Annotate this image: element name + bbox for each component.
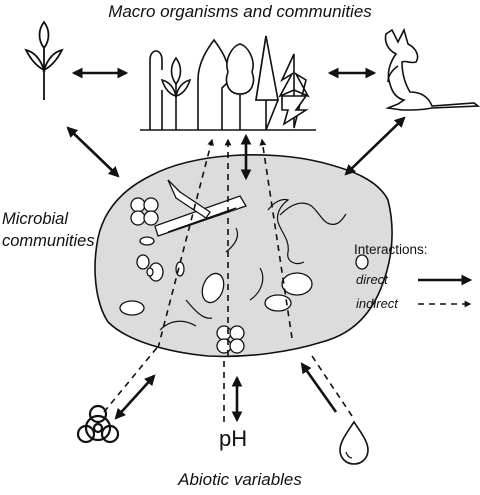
abiotic-variables-title: Abiotic variables: [178, 470, 302, 489]
arrow-kangaroo-microbes: [344, 116, 406, 176]
biohazard-icon: [76, 404, 120, 444]
kangaroo-icon: [384, 27, 480, 111]
dashed-biohazard-trees: [157, 138, 214, 349]
water-drop-icon: [339, 420, 369, 465]
arrow-water-microbes: [300, 362, 338, 413]
ph-label: pH: [219, 426, 248, 451]
microbial-title-line1: Microbial: [2, 210, 69, 228]
dashed-water-microbes: [311, 355, 353, 417]
plant-icon: [24, 20, 64, 100]
indirect-arrows: [103, 138, 353, 422]
microbial-communities-title: Microbial communities: [2, 208, 95, 252]
macro-organisms-title: Macro organisms and communities: [108, 2, 372, 21]
arrow-biohazard-microbes: [114, 374, 156, 420]
dashed-biohazard-microbes: [103, 343, 161, 413]
legend-indirect-label: indirect: [356, 296, 398, 311]
microbe-blob: [94, 154, 393, 358]
microbial-title-line2: communities: [2, 232, 95, 250]
trees-icon: [140, 35, 316, 131]
legend-direct-label: direct: [356, 272, 388, 287]
dashed-water-trees: [259, 138, 293, 339]
legend-arrows: [418, 274, 473, 308]
legend-title: Interactions:: [354, 242, 428, 257]
arrow-plant-microbes: [66, 126, 120, 178]
direct-arrows: [66, 67, 406, 423]
